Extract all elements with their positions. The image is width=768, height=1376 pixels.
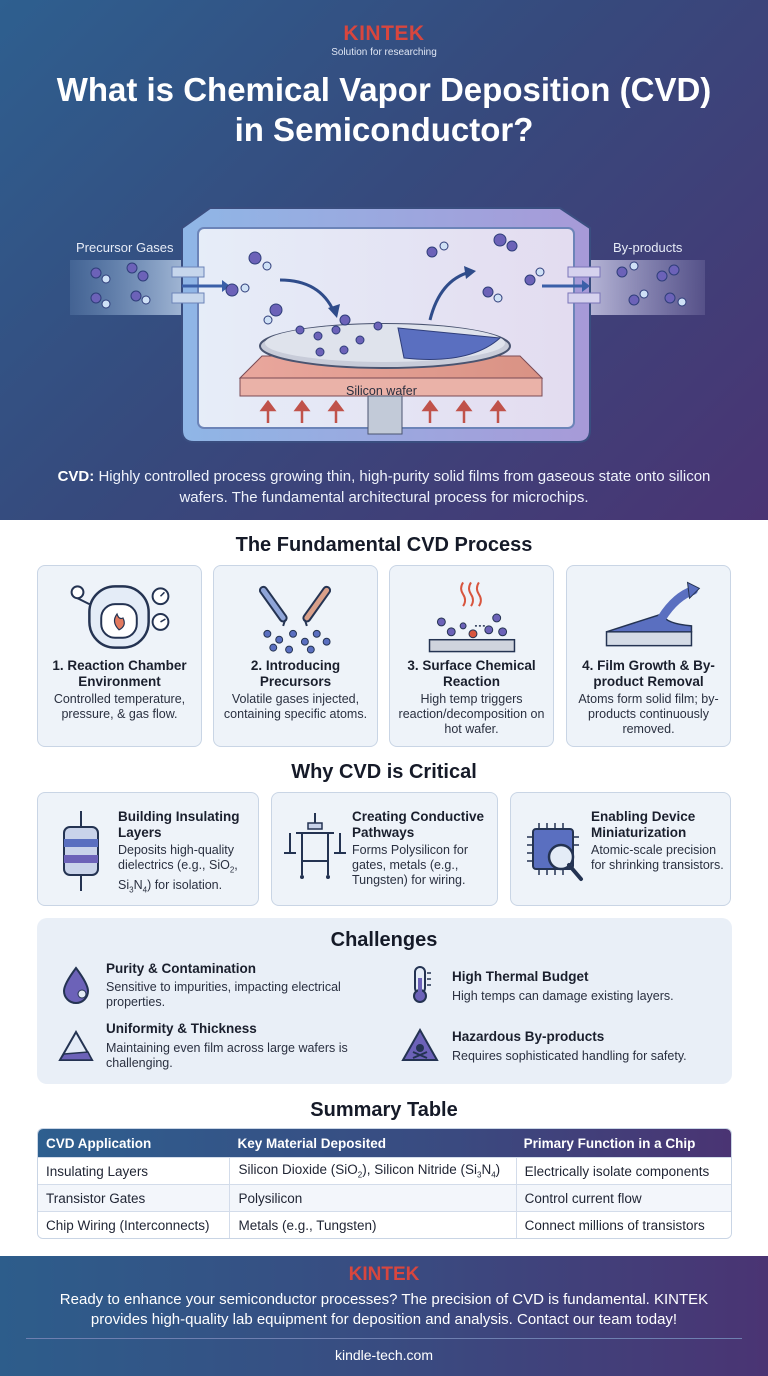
table-row: Insulating Layers Silicon Dioxide (SiO2)… (38, 1157, 731, 1184)
table-cell: Electrically isolate components (515, 1158, 731, 1184)
cvd-chamber-illustration (70, 207, 705, 443)
why-section-title: Why CVD is Critical (291, 761, 477, 783)
process-step-text: High temp triggers reaction/decompositio… (398, 692, 545, 736)
why-card-title: Enabling Device Miniaturization (591, 809, 696, 840)
hazard-icon (401, 1027, 439, 1061)
table-row: Chip Wiring (Interconnects) Metals (e.g.… (38, 1211, 731, 1238)
process-step-title: 2. Introducing Precursors (250, 658, 341, 689)
injector-icon (258, 585, 332, 654)
table-cell: Connect millions of transistors (515, 1212, 731, 1238)
why-card-1: Building Insulating Layers Deposits high… (37, 792, 259, 906)
column-header: Primary Function in a Chip (523, 1135, 696, 1151)
why-card-text: Forms Polysilicon for gates, metals (e.g… (352, 843, 468, 887)
process-step-text: Volatile gases injected, containing spec… (223, 692, 368, 721)
droplet-icon (62, 966, 90, 1004)
process-step-text: Atoms form solid film; by-products conti… (578, 692, 719, 736)
why-card-title: Building Insulating Layers (118, 809, 240, 840)
process-card-3: 3. Surface Chemical Reaction High temp t… (389, 565, 554, 747)
column-header: CVD Application (46, 1135, 152, 1151)
capacitor-icon (63, 811, 99, 891)
table-cell: Metals (e.g., Tungsten) (229, 1212, 515, 1238)
challenge-title: High Thermal Budget (452, 969, 589, 984)
table-cell: Insulating Layers (46, 1163, 149, 1179)
process-step-title: 3. Surface Chemical Reaction (407, 658, 536, 689)
page-title: What is Chemical Vapor Deposition (CVD) … (56, 71, 712, 148)
challenge-title: Hazardous By-products (452, 1029, 605, 1044)
table-cell: Polysilicon (229, 1185, 515, 1211)
footer-website-link[interactable]: kindle-tech.com (334, 1347, 434, 1363)
table-cell: Transistor Gates (46, 1190, 146, 1206)
table-row: Transistor Gates Polysilicon Control cur… (38, 1184, 731, 1211)
process-step-title: 4. Film Growth & By-product Removal (582, 658, 715, 689)
why-card-text: Atomic-scale precision for shrinking tra… (591, 843, 724, 872)
challenges-panel (37, 918, 732, 1084)
process-card-1: 1. Reaction Chamber Environment Controll… (37, 565, 202, 747)
table-cell: Chip Wiring (Interconnects) (46, 1217, 210, 1233)
challenge-title: Purity & Contamination (106, 961, 257, 976)
process-step-text: Controlled temperature, pressure, & gas … (53, 692, 186, 721)
layer-wedge-icon (58, 1029, 94, 1061)
table-header: CVD Application Key Material Deposited P… (38, 1129, 731, 1157)
challenge-text: Maintaining even film across large wafer… (106, 1041, 348, 1070)
process-card-4: 4. Film Growth & By-product Removal Atom… (566, 565, 731, 747)
silicon-wafer-label: Silicon wafer (346, 384, 417, 398)
film-growth-icon (605, 581, 701, 647)
hero-section: KINTEK Solution for researching What is … (0, 0, 768, 520)
process-step-title: 1. Reaction Chamber Environment (52, 658, 187, 689)
challenges-section-title: Challenges (330, 929, 438, 951)
summary-section-title: Summary Table (310, 1099, 458, 1121)
process-section-title: The Fundamental CVD Process (235, 534, 533, 556)
why-card-3: Enabling Device Miniaturization Atomic-s… (510, 792, 731, 906)
transistor-icon (284, 813, 346, 879)
reaction-icon (428, 581, 516, 653)
hero-desc-lead: CVD: (57, 468, 95, 485)
footer-divider (26, 1338, 742, 1339)
table-cell: Silicon Dioxide (SiO2), Silicon Nitride … (229, 1158, 515, 1184)
challenge-title: Uniformity & Thickness (106, 1021, 257, 1036)
footer: KINTEK Ready to enhance your semiconduct… (0, 1256, 768, 1376)
footer-cta-text: Ready to enhance your semiconductor proc… (59, 1291, 709, 1328)
challenge-text: Sensitive to impurities, impacting elect… (106, 980, 341, 1009)
brand-tagline: Solution for researching (331, 47, 437, 58)
chip-magnifier-icon (527, 823, 583, 881)
summary-table: CVD Application Key Material Deposited P… (37, 1128, 732, 1239)
byproducts-label: By-products (613, 240, 683, 255)
footer-logo: KINTEK (348, 1264, 420, 1285)
challenge-text: High temps can damage existing layers. (452, 989, 674, 1003)
challenge-text: Requires sophisticated handling for safe… (452, 1049, 687, 1063)
why-card-2: Creating Conductive Pathways Forms Polys… (271, 792, 498, 906)
hero-description: CVD: Highly controlled process growing t… (40, 466, 728, 508)
why-card-text: Deposits high-quality dielectrics (e.g.,… (118, 843, 238, 894)
brand-logo: KINTEK (343, 22, 425, 45)
precursor-gases-label: Precursor Gases (76, 240, 174, 255)
table-cell: Control current flow (515, 1185, 731, 1211)
column-header: Key Material Deposited (237, 1135, 386, 1151)
brand: KINTEK Solution for researching (0, 22, 768, 58)
why-card-title: Creating Conductive Pathways (352, 809, 485, 840)
process-card-2: 2. Introducing Precursors Volatile gases… (213, 565, 378, 747)
hero-desc-text: Highly controlled process growing thin, … (98, 468, 711, 506)
chamber-icon (70, 585, 170, 649)
thermometer-icon (413, 966, 431, 1003)
